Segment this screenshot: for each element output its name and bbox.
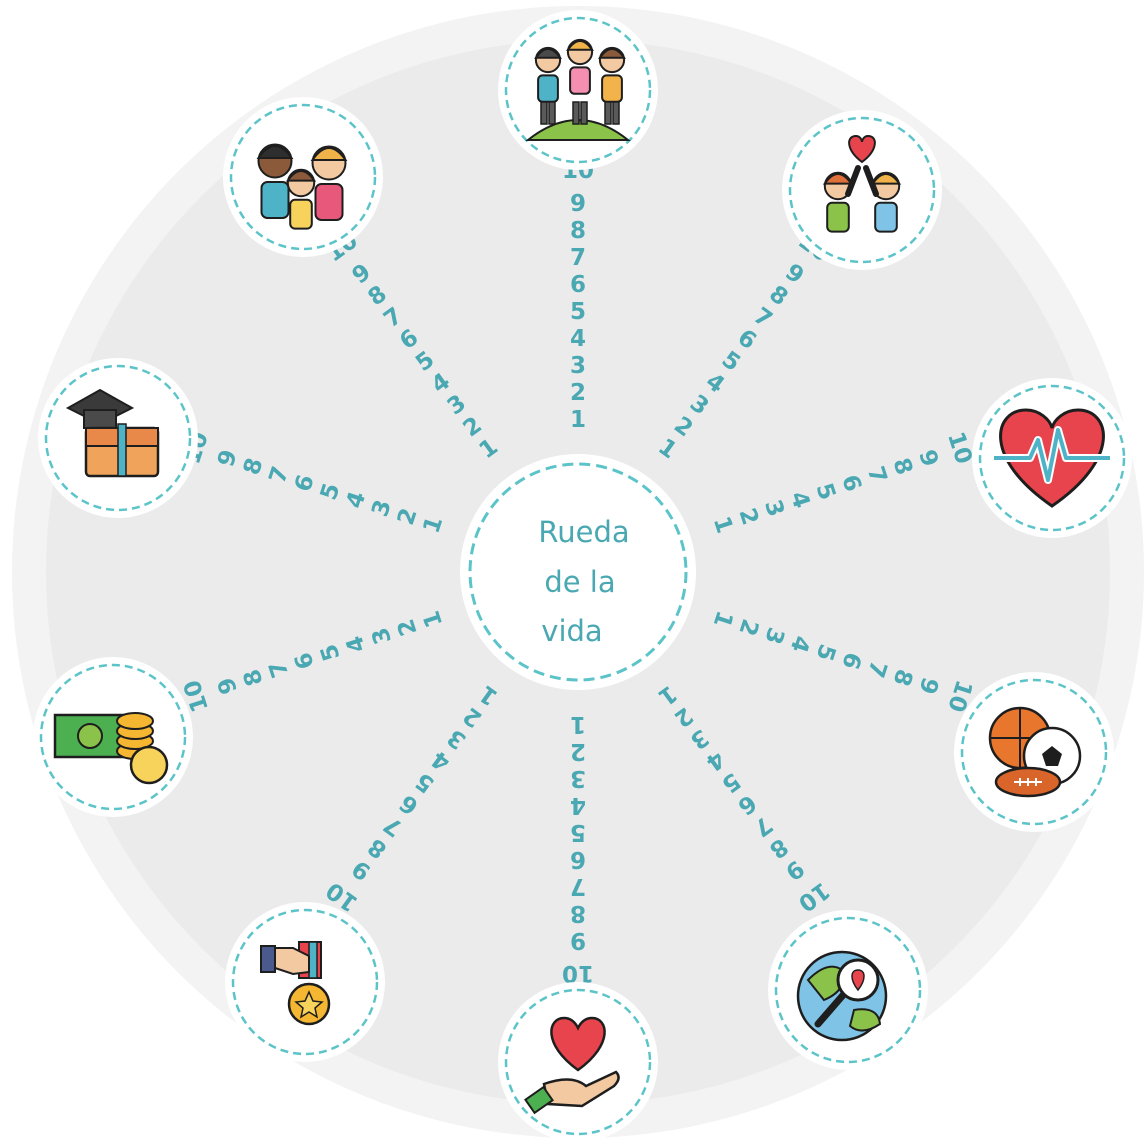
hand-medal-icon	[260, 941, 331, 1026]
scale-label-9: 9	[570, 191, 586, 217]
scale-label-2: 2	[733, 505, 763, 528]
area-node-achievement	[225, 902, 385, 1062]
scale-label-5: 5	[316, 480, 346, 503]
graduation-briefcase-icon	[65, 388, 160, 478]
scale-label-5: 5	[570, 299, 586, 325]
scale-label-5: 5	[810, 641, 840, 664]
area-node-leisure	[954, 672, 1114, 832]
scale-label-1: 1	[570, 711, 586, 737]
scale-label-7: 7	[862, 657, 892, 680]
scale-label-1: 1	[708, 513, 738, 536]
area-node-partner	[782, 110, 942, 270]
scale-label-8: 8	[570, 218, 586, 244]
node-dashed-border	[44, 364, 192, 512]
scale-label-3: 3	[759, 624, 789, 647]
scale-label-9: 9	[570, 927, 586, 953]
globe-location-icon	[796, 950, 888, 1042]
center-title-line-2: de la	[544, 565, 615, 599]
scale-label-2: 2	[733, 616, 763, 639]
scale-label-7: 7	[862, 463, 892, 486]
scale-label-2: 2	[570, 738, 586, 764]
scale-label-5: 5	[570, 819, 586, 845]
scale-label-6: 6	[836, 649, 866, 672]
node-dashed-border	[231, 908, 379, 1056]
scale-label-8: 8	[570, 900, 586, 926]
center-title-line-3: vida	[541, 614, 602, 648]
area-node-family	[223, 97, 383, 257]
scale-label-3: 3	[570, 765, 586, 791]
scale-label-7: 7	[570, 245, 586, 271]
scale-label-9: 9	[213, 447, 243, 470]
area-node-health	[972, 378, 1132, 538]
scale-label-4: 4	[342, 488, 372, 511]
scale-label-4: 4	[785, 632, 815, 655]
scale-label-10: 10	[562, 960, 594, 986]
scale-label-1: 1	[419, 607, 449, 630]
scale-label-7: 7	[265, 463, 295, 486]
heart-pulse-icon	[994, 408, 1110, 508]
area-node-love	[498, 982, 658, 1142]
scale-label-8: 8	[887, 455, 917, 478]
scale-label-2: 2	[393, 616, 423, 639]
scale-label-8: 8	[239, 666, 269, 689]
scale-label-6: 6	[570, 272, 586, 298]
scale-label-2: 2	[393, 505, 423, 528]
scale-label-3: 3	[570, 353, 586, 379]
scale-label-5: 5	[316, 641, 346, 664]
scale-label-4: 4	[570, 326, 586, 352]
node-background	[225, 902, 385, 1062]
scale-label-3: 3	[367, 497, 397, 520]
node-background	[782, 110, 942, 270]
scale-label-7: 7	[265, 657, 295, 680]
node-dashed-border	[788, 116, 936, 264]
node-dashed-border	[774, 916, 922, 1064]
area-node-friends	[498, 10, 658, 170]
area-node-education-career	[38, 358, 198, 518]
money-coins-icon	[53, 712, 169, 785]
scale-label-3: 3	[367, 624, 397, 647]
scale-label-1: 1	[419, 513, 449, 536]
friends-icon	[525, 38, 631, 141]
node-dashed-border	[504, 16, 652, 164]
scale-label-6: 6	[570, 846, 586, 872]
scale-label-7: 7	[570, 873, 586, 899]
scale-label-4: 4	[570, 792, 586, 818]
scale-label-9: 9	[913, 447, 943, 470]
scale-label-6: 6	[290, 649, 320, 672]
center-hub: Rueda de la vida	[460, 454, 696, 690]
scale-label-1: 1	[570, 407, 586, 433]
scale-label-6: 6	[836, 472, 866, 495]
scale-label-4: 4	[785, 488, 815, 511]
area-node-travel	[768, 910, 928, 1070]
sports-balls-icon	[988, 706, 1082, 798]
scale-label-3: 3	[759, 497, 789, 520]
node-dashed-border	[978, 384, 1126, 532]
scale-label-5: 5	[810, 480, 840, 503]
node-dashed-border	[504, 988, 652, 1136]
hand-heart-icon	[524, 1016, 620, 1115]
scale-label-9: 9	[213, 674, 243, 697]
scale-label-1: 1	[708, 607, 738, 630]
area-node-money	[33, 657, 193, 817]
scale-label-2: 2	[570, 380, 586, 406]
node-dashed-border	[229, 103, 377, 251]
center-title-line-1: Rueda	[538, 515, 629, 549]
scale-label-8: 8	[239, 455, 269, 478]
node-dashed-border	[960, 678, 1108, 826]
node-dashed-border	[39, 663, 187, 811]
scale-label-6: 6	[290, 472, 320, 495]
scale-label-8: 8	[887, 666, 917, 689]
scale-label-4: 4	[342, 632, 372, 655]
family-icon	[256, 143, 348, 230]
couple-heart-icon	[822, 134, 902, 233]
scale-label-9: 9	[913, 674, 943, 697]
